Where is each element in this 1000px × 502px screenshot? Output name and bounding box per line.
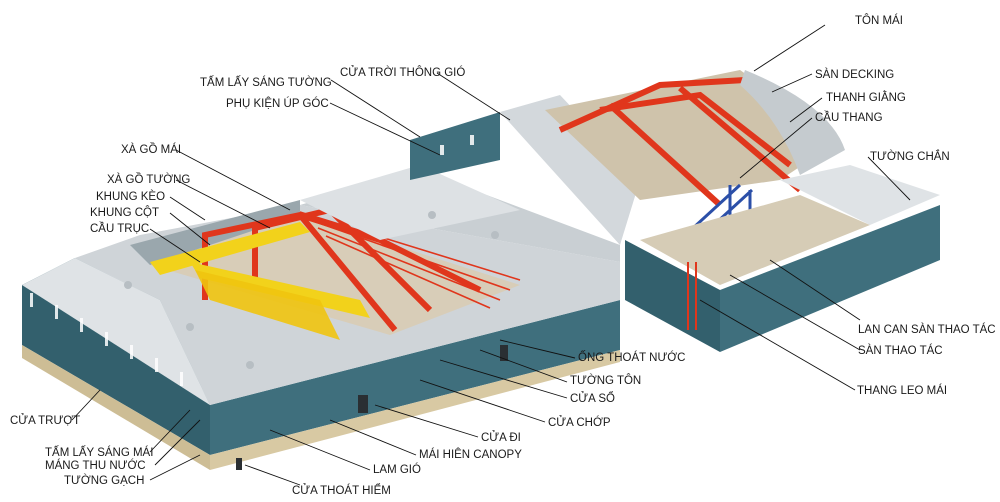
label-mai-hien-canopy: MÁI HIÊN CANOPY bbox=[419, 448, 522, 461]
label-khung-keo: KHUNG KÈO bbox=[96, 190, 165, 203]
brick-base-front bbox=[210, 350, 620, 470]
label-cua-troi-thong-gio: CỬA TRỜI THÔNG GIÓ bbox=[340, 66, 465, 79]
end-wall-left bbox=[22, 285, 210, 455]
label-cua-di: CỬA ĐI bbox=[481, 431, 521, 444]
label-thanh-giang: THANH GIẰNG bbox=[826, 91, 906, 104]
label-cua-truot: CỬA TRƯỢT bbox=[10, 414, 80, 427]
label-cua-chop: CỬA CHỚP bbox=[548, 416, 611, 429]
label-lan-can-san-thao-tac: LAN CAN SÀN THAO TÁC bbox=[858, 323, 996, 336]
label-san-decking: SÀN DECKING bbox=[815, 68, 894, 81]
annex-floor bbox=[640, 195, 870, 285]
label-san-thao-tac: SÀN THAO TÁC bbox=[858, 344, 943, 357]
label-cua-thoat-hiem: CỬA THOÁT HIỂM bbox=[292, 484, 391, 497]
label-cau-thang: CẦU THANG bbox=[815, 111, 883, 124]
building-illustration bbox=[22, 70, 940, 470]
front-doors bbox=[236, 345, 508, 470]
label-tuong-ton: TƯỜNG TÔN bbox=[570, 374, 641, 387]
label-khung-cot: KHUNG CỘT bbox=[90, 206, 159, 219]
tall-red-frames bbox=[558, 77, 802, 208]
label-tam-lay-sang-tuong: TẤM LẤY SÁNG TƯỜNG bbox=[200, 76, 332, 89]
label-thang-leo-mai: THANG LEO MÁI bbox=[857, 384, 947, 397]
label-tuong-chan: TƯỜNG CHẮN bbox=[870, 150, 950, 163]
tall-roof bbox=[500, 95, 640, 245]
label-mang-thu-nuoc: MÁNG THU NƯỚC bbox=[45, 459, 146, 472]
label-lam-gio: LAM GIÓ bbox=[373, 463, 421, 476]
tall-wall-left bbox=[410, 112, 500, 180]
annex-roof bbox=[780, 165, 940, 225]
front-wall-left bbox=[210, 300, 620, 455]
label-tam-lay-sang-mai: TẤM LẤY SÁNG MÁI bbox=[45, 446, 153, 459]
roof-left bbox=[22, 258, 210, 405]
annex-front-wall bbox=[720, 205, 940, 352]
label-xa-go-tuong: XÀ GỒ TƯỜNG bbox=[107, 173, 190, 186]
red-ladder bbox=[687, 262, 697, 330]
label-xa-go-mai: XÀ GỒ MÁI bbox=[121, 143, 181, 156]
window-rows bbox=[30, 135, 474, 386]
leader-lines bbox=[71, 24, 911, 486]
label-cau-truc: CẦU TRỤC bbox=[90, 222, 149, 235]
yellow-crane bbox=[150, 222, 370, 340]
roof-purlins bbox=[299, 211, 521, 309]
label-cua-so: CỬA SỔ bbox=[570, 392, 615, 405]
roof-middle-top bbox=[300, 165, 520, 240]
label-phu-kien-up-goc: PHỤ KIỆN ÚP GÓC bbox=[226, 97, 329, 110]
roof-vents bbox=[124, 211, 499, 369]
label-ton-mai: TÔN MÁI bbox=[855, 14, 903, 27]
curved-roof-right bbox=[740, 70, 845, 175]
text-labels: TÔN MÁI SÀN DECKING THANH GIẰNG CẦU THAN… bbox=[10, 14, 996, 497]
label-ong-thoat-nuoc: ỐNG THOÁT NƯỚC bbox=[578, 350, 685, 364]
label-tuong-gach: TƯỜNG GẠCH bbox=[64, 474, 144, 487]
